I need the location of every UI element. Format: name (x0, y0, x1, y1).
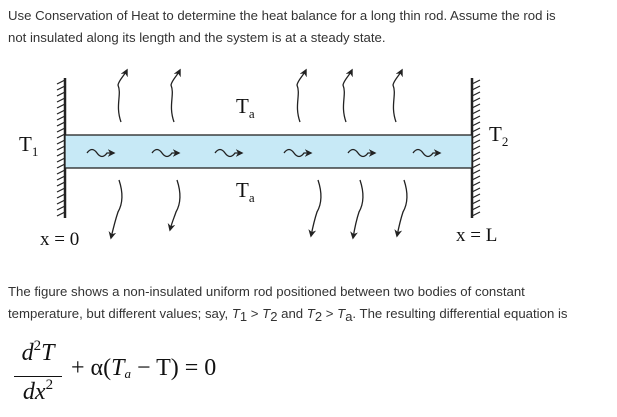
x0-label: x = 0 (40, 229, 79, 250)
rod (64, 134, 473, 169)
intro-line-1: Use Conservation of Heat to determine th… (8, 8, 556, 23)
ta-label-bottom: Ta (236, 178, 255, 205)
description-line-2: temperature, but different values; say, … (8, 306, 568, 324)
rod-figure: T1 T2 Ta Ta x = 0 x = L (19, 68, 508, 250)
description-text: The figure shows a non-insulated uniform… (8, 281, 567, 328)
fraction-numerator: d2T (21, 338, 55, 366)
ta-label-top: Ta (236, 94, 255, 121)
fraction-bar (14, 376, 62, 377)
right-wall (470, 78, 481, 218)
heat-loss-down-arrows (108, 179, 408, 240)
heat-loss-up-arrows (117, 68, 403, 123)
left-wall (56, 78, 67, 218)
fraction-denominator: dx2 (22, 377, 54, 405)
intro-text: Use Conservation of Heat to determine th… (8, 5, 556, 49)
intro-line-2: not insulated along its length and the s… (8, 30, 386, 45)
xl-label: x = L (456, 225, 497, 246)
description-line-1: The figure shows a non-insulated uniform… (8, 284, 525, 299)
conduction-arrows (86, 148, 442, 158)
equation-rest: + α(Ta − T) = 0 (71, 355, 217, 381)
t2-label: T2 (489, 122, 508, 149)
t1-label: T1 (19, 132, 38, 159)
